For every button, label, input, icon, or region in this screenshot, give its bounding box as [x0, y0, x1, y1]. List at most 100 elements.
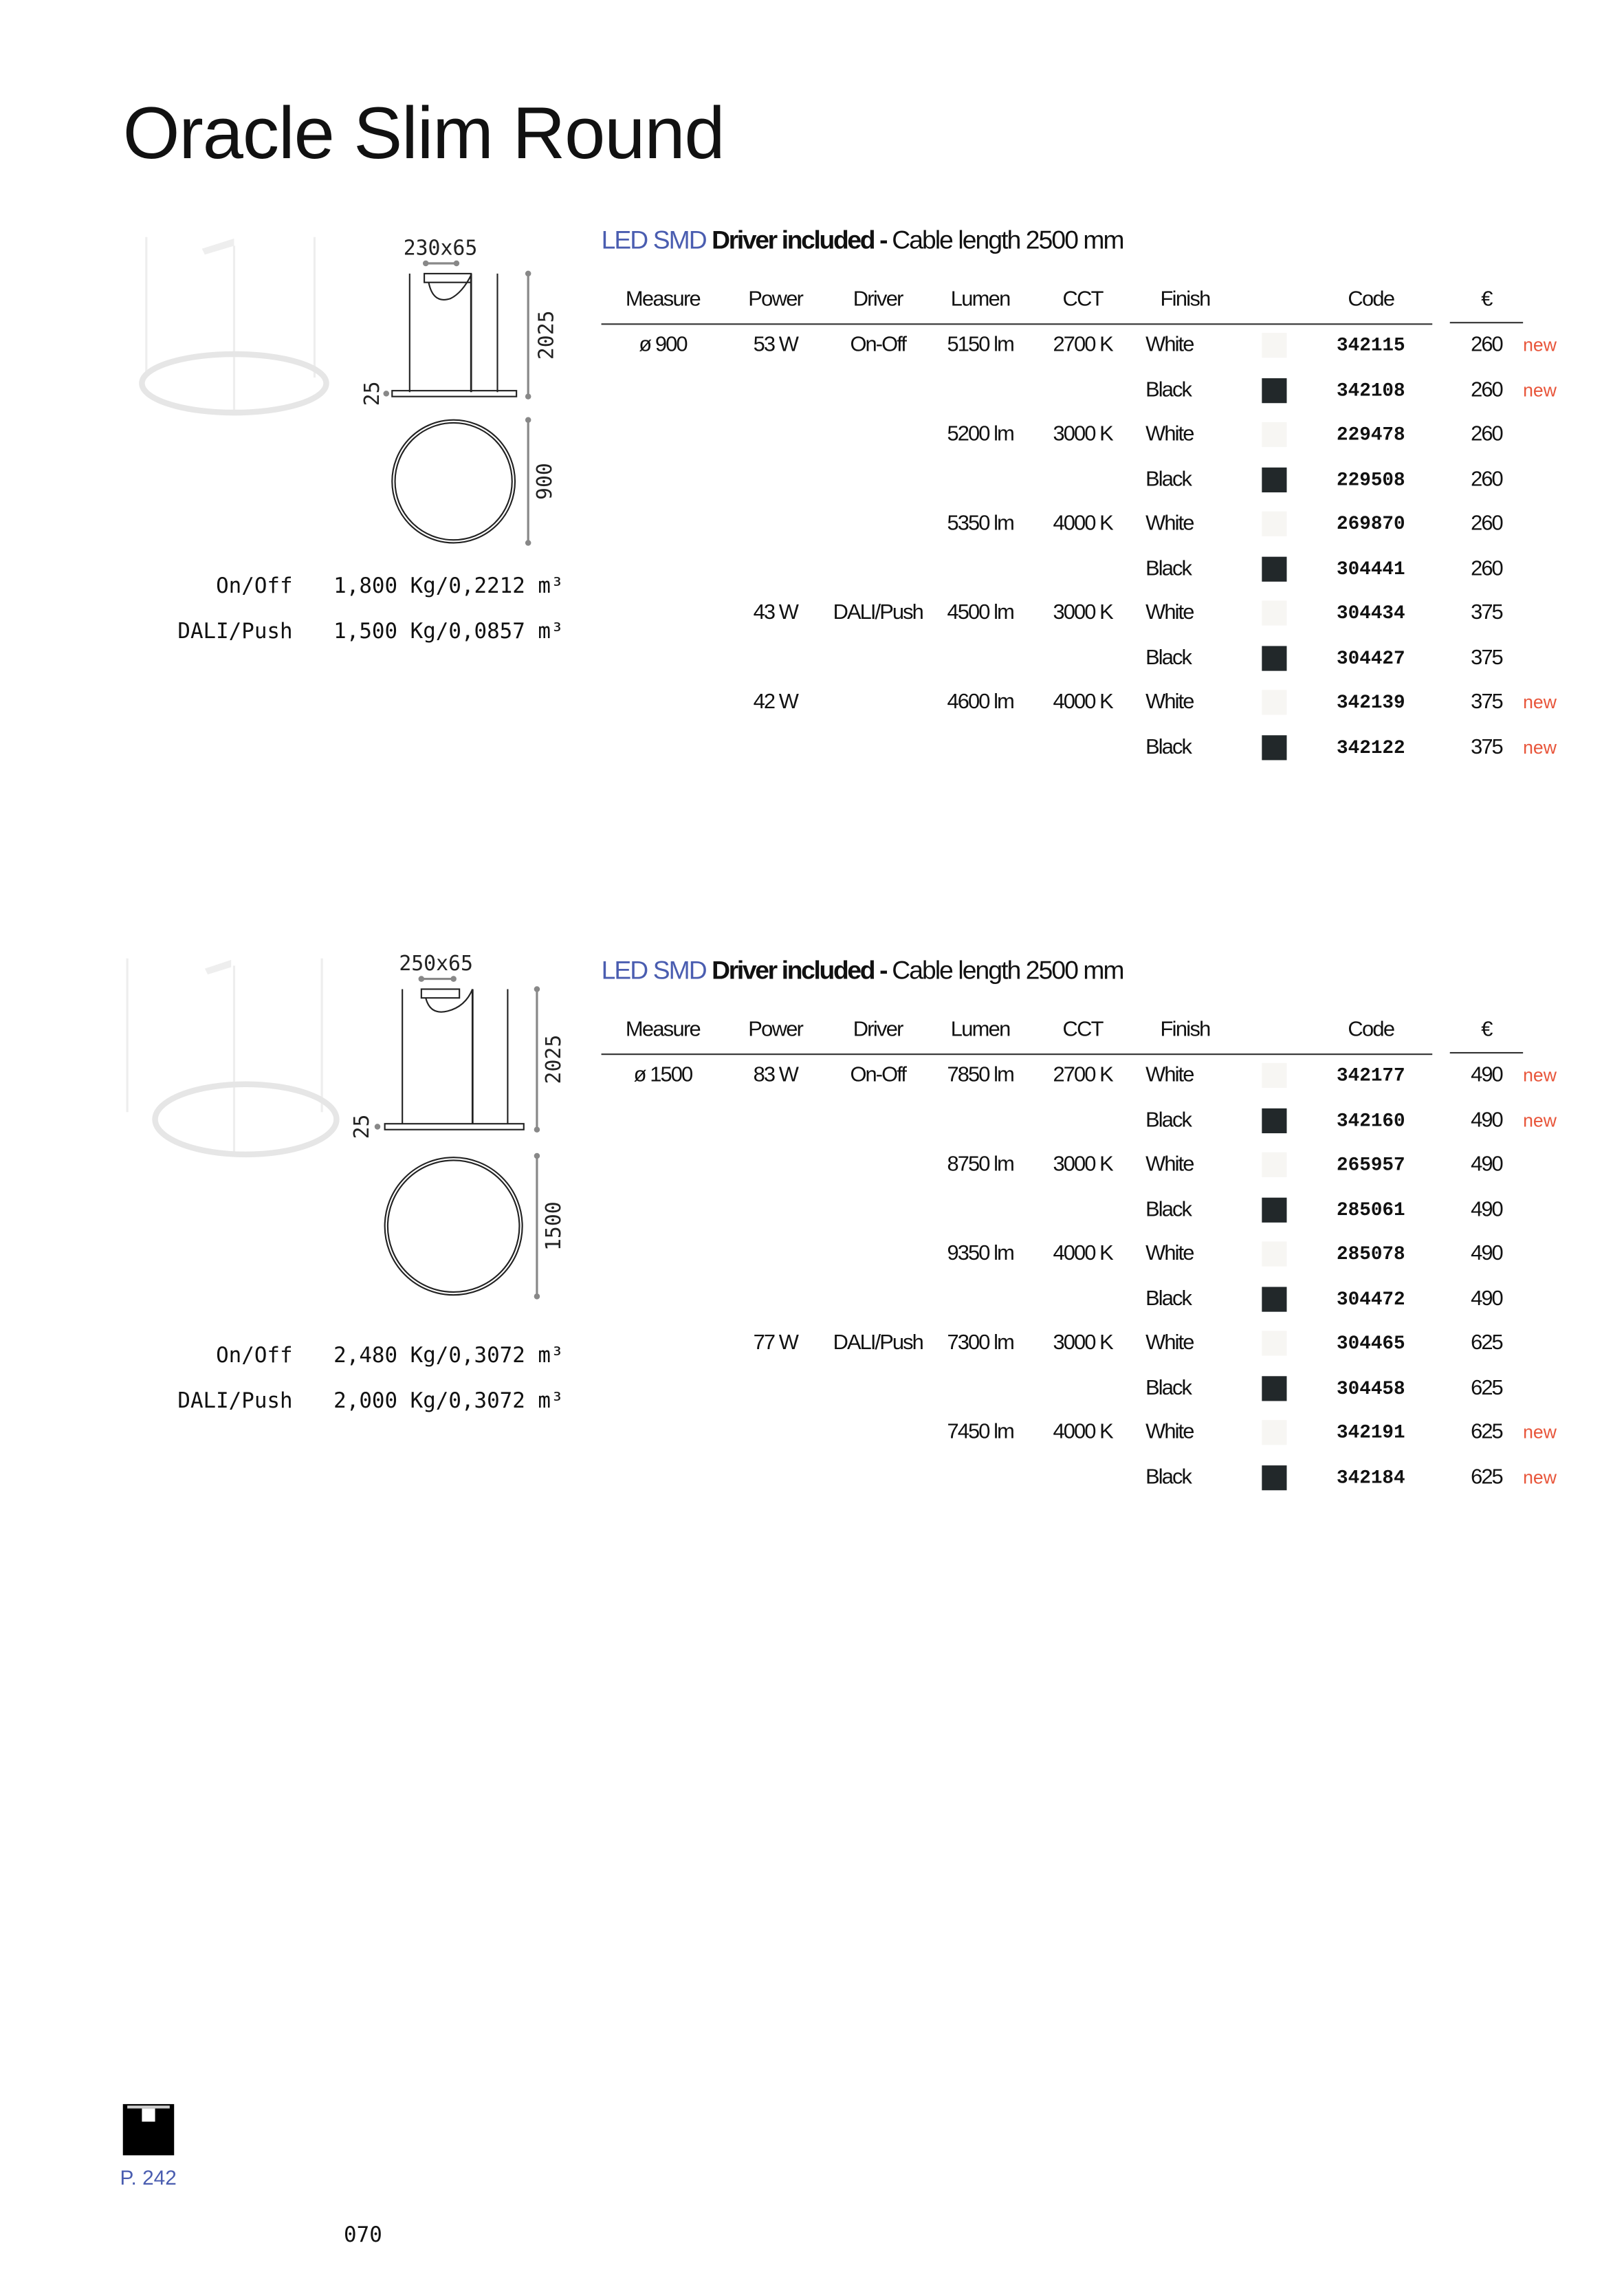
driver-cell: On-Off	[850, 334, 906, 358]
column-header-driver: Driver	[853, 1018, 904, 1042]
product-code: 285078	[1337, 1243, 1405, 1265]
finish-swatch	[1262, 1286, 1287, 1311]
driver-cell: DALI/Push	[833, 601, 924, 625]
lumen-cell: 7450 lm	[947, 1421, 1014, 1445]
power-cell: 53 W	[753, 334, 799, 358]
finish-swatch	[1262, 466, 1287, 492]
svg-text:2025: 2025	[542, 1035, 566, 1084]
svg-text:1500: 1500	[542, 1201, 566, 1251]
finish-cell: Black	[1145, 467, 1192, 491]
dim-canopy-label: 230x65	[404, 236, 478, 260]
column-header-power: Power	[748, 288, 804, 312]
weight-volume-value: 1,500 Kg/0,0857 m³	[333, 620, 564, 644]
heading-driver: Driver included	[712, 955, 875, 985]
heading-sep: -	[874, 225, 892, 255]
finish-cell: White	[1145, 334, 1194, 358]
price-cell: 625	[1471, 1376, 1504, 1400]
pendant-mount-icon[interactable]	[122, 2103, 175, 2156]
driver-cell: DALI/Push	[833, 1331, 924, 1355]
price-cell: 490	[1471, 1063, 1504, 1088]
column-header-code: Code	[1348, 1018, 1395, 1042]
column-header-finish: Finish	[1160, 1018, 1211, 1042]
new-badge: new	[1523, 380, 1557, 400]
finish-swatch	[1262, 422, 1287, 448]
new-badge: new	[1523, 1467, 1557, 1488]
new-badge: new	[1523, 692, 1557, 713]
finish-swatch	[1262, 1107, 1287, 1133]
column-header-price: €	[1481, 288, 1493, 312]
power-cell: 83 W	[753, 1063, 799, 1088]
product-code: 304465	[1337, 1332, 1405, 1355]
page-title: Oracle Slim Round	[122, 92, 725, 175]
measure-cell: ø 900	[639, 334, 688, 358]
power-cell: 43 W	[753, 601, 799, 625]
product-code: 265957	[1337, 1153, 1405, 1176]
finish-cell: White	[1145, 512, 1194, 536]
price-cell: 490	[1471, 1242, 1504, 1266]
cct-cell: 2700 K	[1053, 1063, 1113, 1088]
finish-swatch	[1262, 1241, 1287, 1267]
driver-cell: On-Off	[850, 1063, 906, 1088]
column-header-driver: Driver	[853, 288, 904, 312]
finish-cell: Black	[1145, 735, 1192, 759]
column-header-measure: Measure	[625, 1018, 701, 1042]
price-cell: 625	[1471, 1465, 1504, 1489]
svg-text:900: 900	[533, 463, 557, 500]
section-heading: LED SMD Driver included - Cable length 2…	[601, 225, 1125, 256]
finish-cell: Black	[1145, 1376, 1192, 1400]
lumen-cell: 5350 lm	[947, 512, 1014, 536]
new-badge: new	[1523, 736, 1557, 758]
heading-cable: Cable length 2500 mm	[892, 225, 1124, 255]
lumen-cell: 5150 lm	[947, 334, 1014, 358]
cct-cell: 4000 K	[1053, 1421, 1113, 1445]
product-code: 342108	[1337, 379, 1405, 402]
price-cell: 625	[1471, 1331, 1504, 1355]
price-cell: 260	[1471, 467, 1504, 491]
technical-drawing-1500: 250x65 2025 25 1500	[350, 952, 566, 1300]
finish-cell: White	[1145, 601, 1194, 625]
finish-swatch	[1262, 556, 1287, 581]
cct-cell: 4000 K	[1053, 512, 1113, 536]
page-reference-link[interactable]: P. 242	[120, 2165, 177, 2189]
section-heading: LED SMD Driver included - Cable length 2…	[601, 955, 1125, 987]
heading-type: LED SMD	[601, 225, 707, 255]
lumen-cell: 7300 lm	[947, 1331, 1014, 1355]
lumen-cell: 8750 lm	[947, 1152, 1014, 1177]
finish-swatch	[1262, 690, 1287, 715]
price-cell: 260	[1471, 334, 1504, 358]
finish-swatch	[1262, 333, 1287, 358]
finish-cell: Black	[1145, 646, 1192, 670]
finish-cell: Black	[1145, 1287, 1192, 1311]
product-code: 342115	[1337, 334, 1405, 357]
finish-cell: Black	[1145, 1465, 1192, 1489]
weight-volume-value: 2,480 Kg/0,3072 m³	[333, 1344, 564, 1368]
lumen-cell: 7850 lm	[947, 1063, 1014, 1088]
new-badge: new	[1523, 1065, 1557, 1086]
finish-cell: White	[1145, 690, 1194, 714]
product-code: 304472	[1337, 1287, 1405, 1310]
price-cell: 490	[1471, 1287, 1504, 1311]
weight-driver-label: DALI/Push	[177, 1389, 293, 1413]
header-divider	[601, 323, 1433, 325]
column-header-lumen: Lumen	[950, 288, 1011, 312]
finish-swatch	[1262, 1420, 1287, 1445]
new-badge: new	[1523, 335, 1557, 356]
page-number: 070	[344, 2224, 382, 2248]
finish-cell: White	[1145, 1331, 1194, 1355]
price-cell: 375	[1471, 601, 1504, 625]
product-photo-900	[139, 237, 329, 416]
power-cell: 77 W	[753, 1331, 799, 1355]
cct-cell: 4000 K	[1053, 1242, 1113, 1266]
heading-type: LED SMD	[601, 955, 707, 985]
cct-cell: 3000 K	[1053, 422, 1113, 447]
product-code: 342122	[1337, 736, 1405, 758]
finish-cell: Black	[1145, 1108, 1192, 1132]
new-badge: new	[1523, 1110, 1557, 1130]
new-badge: new	[1523, 1422, 1557, 1443]
price-cell: 625	[1471, 1421, 1504, 1445]
product-code: 304458	[1337, 1377, 1405, 1399]
product-code: 229508	[1337, 468, 1405, 490]
weight-driver-label: DALI/Push	[177, 620, 293, 644]
column-header-code: Code	[1348, 288, 1395, 312]
